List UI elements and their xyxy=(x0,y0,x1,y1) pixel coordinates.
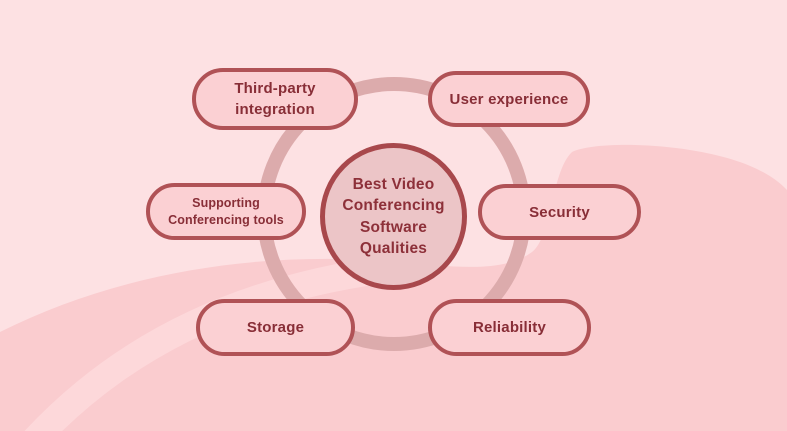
node-user-experience: User experience xyxy=(428,71,590,127)
node-third-party-integration-label: Third-party integration xyxy=(234,80,316,118)
center-node-label: Best Video Conferencing Software Qualiti… xyxy=(342,175,445,258)
node-user-experience-label: User experience xyxy=(449,90,569,108)
node-reliability-label: Reliability xyxy=(472,319,547,336)
node-reliability: Reliability xyxy=(428,299,591,356)
node-third-party-integration: Third-party integration xyxy=(192,68,358,130)
node-supporting-conferencing-tools: Supporting Conferencing tools xyxy=(146,183,306,240)
node-supporting-conferencing-tools-label: Supporting Conferencing tools xyxy=(168,195,284,227)
node-storage-label: Storage xyxy=(246,319,305,336)
node-storage: Storage xyxy=(196,299,355,356)
center-node: Best Video Conferencing Software Qualiti… xyxy=(320,143,467,290)
node-security: Security xyxy=(478,184,641,240)
node-security-label: Security xyxy=(529,203,590,221)
